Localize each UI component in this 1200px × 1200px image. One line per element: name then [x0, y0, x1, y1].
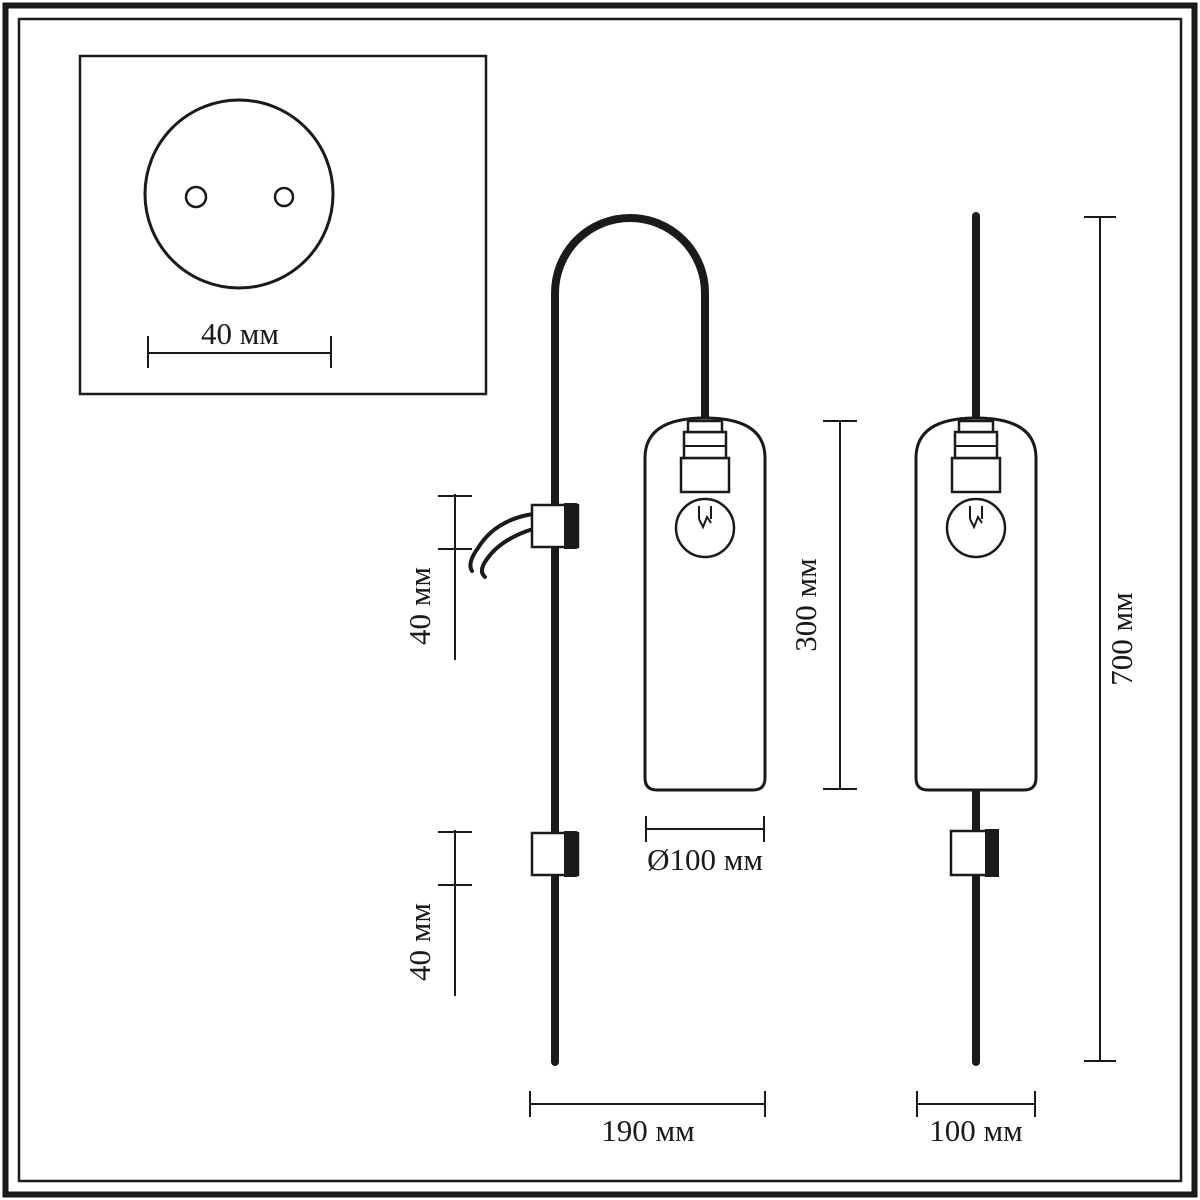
bulb-filament-front: [969, 506, 983, 530]
side-view: [468, 214, 767, 1066]
mount-plate-circle: [143, 98, 335, 290]
wall-bracket-lower-plate: [564, 831, 577, 877]
bulb-filament-side: [698, 506, 712, 530]
light-bulb-front: [945, 497, 1007, 559]
overall-height-dimension: 700 мм: [1084, 216, 1139, 1062]
light-bulb-side: [674, 497, 736, 559]
shade-diameter-dimension: Ø100 мм: [645, 816, 765, 877]
socket-cap-front: [957, 419, 995, 434]
power-wire-2: [480, 527, 535, 579]
front-view: [914, 212, 1038, 1066]
lower-bracket-dimension: 40 мм: [402, 830, 472, 996]
detail-box-border: [78, 54, 488, 396]
front-width-label: 100 мм: [929, 1113, 1022, 1148]
shade-height-dimension: 300 мм: [788, 420, 857, 790]
mount-plate-detail: 40 мм: [78, 54, 488, 396]
socket-cap-side: [686, 419, 724, 434]
gooseneck-arm: [551, 214, 709, 1066]
upper-bracket-dimension: 40 мм: [402, 494, 472, 660]
inner-frame: [17, 17, 1183, 1183]
shade-diameter-label: Ø100 мм: [647, 842, 763, 877]
screw-hole-left: [184, 185, 208, 209]
overall-width-label: 190 мм: [601, 1113, 694, 1148]
wall-bracket-front-plate: [985, 829, 999, 877]
power-wire-1: [468, 512, 535, 573]
plate-width-label: 40 мм: [201, 316, 279, 351]
wall-bracket-upper-plate: [564, 503, 577, 549]
plate-width-dimension: 40 мм: [147, 316, 332, 368]
socket-body-front: [950, 456, 1002, 494]
glass-shade-side: [643, 416, 767, 792]
glass-shade-front: [914, 416, 1038, 792]
screw-hole-right: [273, 186, 295, 208]
lower-bracket-label: 40 мм: [402, 903, 437, 981]
overall-height-label: 700 мм: [1104, 592, 1139, 685]
shade-height-label: 300 мм: [788, 558, 823, 651]
front-width-dimension: 100 мм: [916, 1091, 1036, 1148]
socket-body-side: [679, 456, 731, 494]
overall-width-dimension: 190 мм: [529, 1091, 766, 1148]
wall-bracket-front: [949, 829, 989, 877]
upper-bracket-label: 40 мм: [402, 567, 437, 645]
